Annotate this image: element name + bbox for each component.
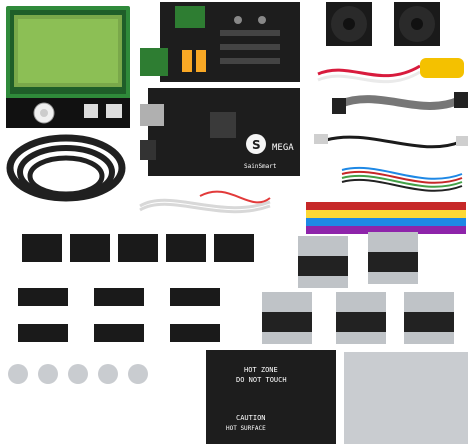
- nema17-motor-icon: [298, 236, 348, 288]
- color-wire-bundle: [341, 166, 463, 192]
- fan-icon: [394, 2, 440, 46]
- heatbed-warning-hot-zone: HOT ZONE: [244, 366, 278, 374]
- board-model-label: MEGA: [272, 143, 294, 153]
- mega-board: S MEGA SainSmart: [140, 88, 300, 176]
- brand-logo-icon: [246, 134, 266, 154]
- board-maker-label: SainSmart: [244, 163, 277, 170]
- jumper-wire-icon: [306, 202, 466, 234]
- heatbed-caution-text: HOT SURFACE: [226, 425, 266, 432]
- ribbon-cable-icon: [332, 92, 468, 114]
- nema17-motor-icon: [262, 292, 312, 344]
- brand-logo-letter: S: [252, 138, 261, 152]
- heatbed-icon: HOT ZONE DO NOT TOUCH CAUTION HOT SURFAC…: [206, 350, 336, 444]
- fan-icon: [326, 2, 372, 46]
- hotend-cables: [317, 58, 464, 84]
- white-cable-loop: [139, 190, 271, 214]
- gt2-belt-icon: [6, 134, 126, 202]
- endstop-icon: [18, 288, 220, 342]
- heatbed-warning-do-not-touch: DO NOT TOUCH: [236, 376, 287, 384]
- nema17-motor-icon: [404, 292, 454, 344]
- nema17-motor-icon: [368, 232, 418, 284]
- nema17-motor-icon: [336, 292, 386, 344]
- lcd-display-module: [6, 6, 130, 128]
- heatbed-caution-title: CAUTION: [236, 414, 266, 422]
- stepper-driver-icon: [22, 234, 254, 262]
- ramps-board: [140, 2, 300, 82]
- pulley-icon: [8, 364, 148, 384]
- glass-plate-icon: [344, 352, 468, 444]
- usb-cable-icon: [314, 134, 468, 149]
